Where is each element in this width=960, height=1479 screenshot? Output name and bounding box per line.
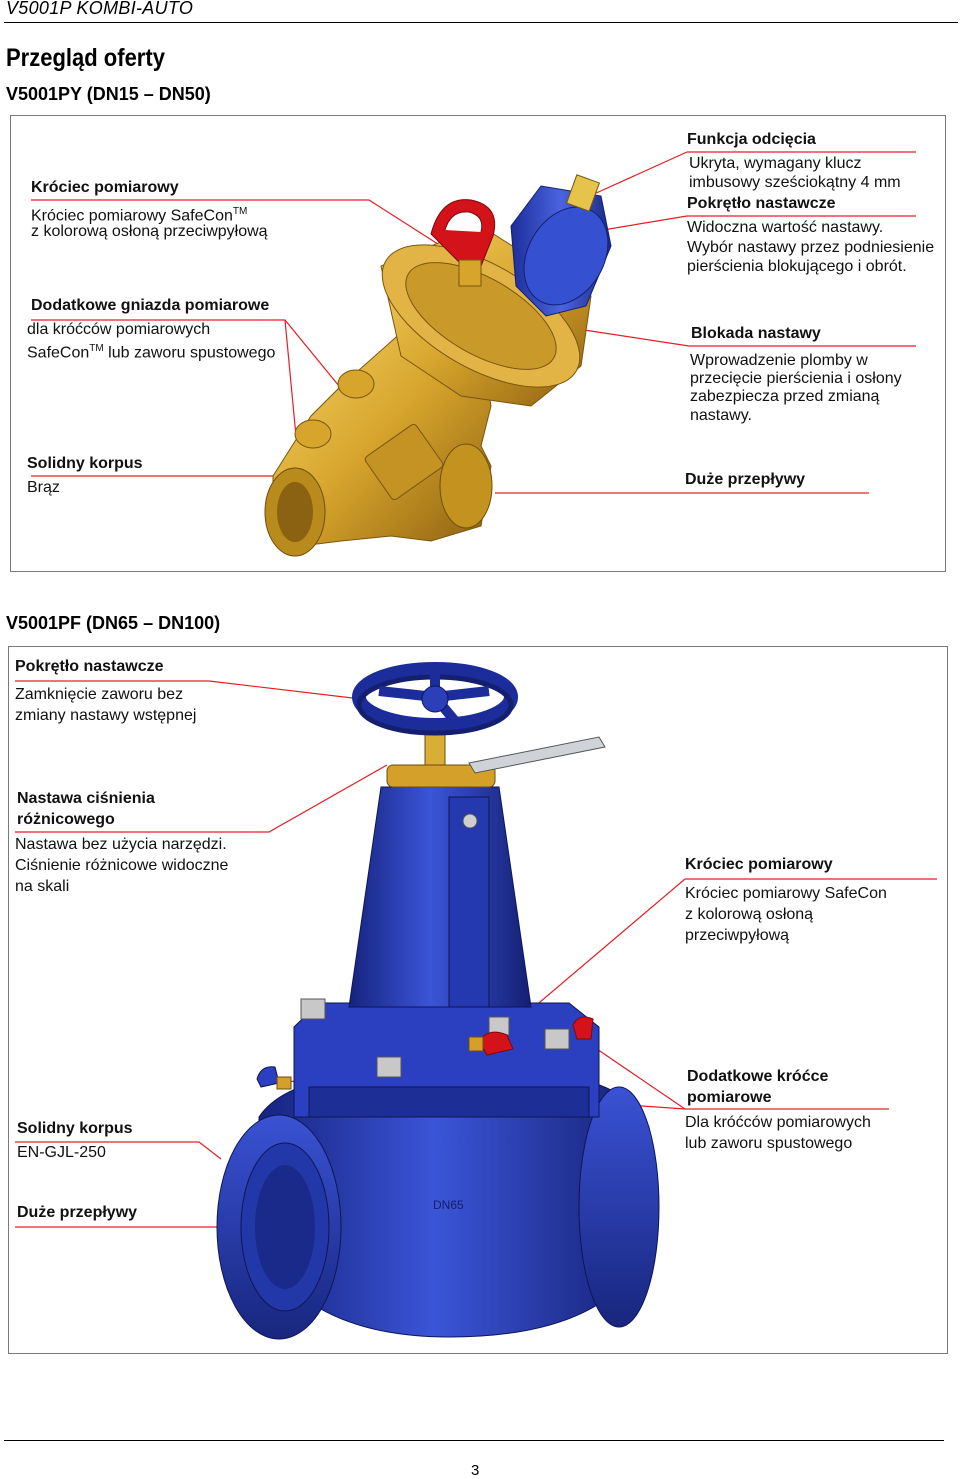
- footer-rule: [4, 1440, 944, 1441]
- label-pokretlo-title: Pokrętło nastawcze: [687, 195, 836, 212]
- valve-illustration-bronze: [31, 151, 916, 557]
- casting-mark: DN65: [433, 1198, 464, 1212]
- label-korpus-title: Solidny korpus: [27, 455, 143, 472]
- valve-illustration-cast-iron: DN65: [15, 662, 937, 1340]
- label-blokada-text1: Wprowadzenie plomby w: [690, 352, 868, 369]
- label-korpus2-title: Solidny korpus: [17, 1120, 133, 1137]
- label-nastawa-title2: różnicowego: [17, 811, 115, 828]
- label-przeplywy2: Duże przepływy: [17, 1204, 138, 1221]
- section2-subtitle: V5001PF (DN65 – DN100): [6, 613, 221, 633]
- label-pokretlo2-text2: zmiany nastawy wstępnej: [15, 707, 197, 724]
- label-krociec-text1: Króciec pomiarowy SafeConTM: [31, 206, 248, 225]
- figure-v5001pf: DN65 Pokrętło nastawcze Zamknięcie zawor…: [8, 646, 948, 1354]
- label-odciecie-text2: imbusowy sześciokątny 4 mm: [689, 174, 901, 191]
- label-blokada-text3: zabezpiecza przed zmianą: [690, 388, 880, 405]
- label-nastawa-text3: na skali: [15, 878, 70, 895]
- label-nastawa-title1: Nastawa ciśnienia: [17, 790, 155, 807]
- label-odciecie-text1: Ukryta, wymagany klucz: [689, 155, 862, 172]
- label-korpus-text: Brąz: [27, 479, 60, 496]
- label-pokretlo2-text1: Zamknięcie zaworu bez: [15, 686, 184, 703]
- label-krociec2-title: Króciec pomiarowy: [685, 856, 833, 873]
- label-odciecie-title: Funkcja odcięcia: [687, 131, 816, 148]
- label-korpus2-text: EN-GJL-250: [17, 1144, 106, 1161]
- label-dodatkowe-text1: Dla króćców pomiarowych: [685, 1114, 871, 1131]
- label-nastawa-text1: Nastawa bez użycia narzędzi.: [15, 836, 227, 853]
- label-gniazda-text2: SafeConTM lub zaworu spustowego: [27, 343, 276, 362]
- bronze-valve: [264, 174, 612, 557]
- page-number: 3: [471, 1462, 480, 1479]
- header-rule: [4, 22, 958, 23]
- running-header: V5001P KOMBI-AUTO: [6, 0, 194, 18]
- label-dodatkowe-title1: Dodatkowe króćce: [687, 1068, 829, 1085]
- label-krociec2-text2: z kolorową osłoną: [685, 906, 814, 923]
- cast-iron-valve: DN65: [216, 662, 660, 1340]
- label-blokada-title: Blokada nastawy: [691, 325, 821, 342]
- label-pokretlo-text2: Wybór nastawy przez podniesienie: [687, 239, 935, 256]
- label-blokada-text4: nastawy.: [690, 407, 752, 424]
- label-pokretlo2-title: Pokrętło nastawcze: [15, 658, 164, 675]
- page-title: Przegląd oferty: [6, 44, 165, 72]
- figure-v5001py: Króciec pomiarowy Króciec pomiarowy Safe…: [10, 115, 946, 572]
- label-krociec2-text3: przeciwpyłową: [685, 927, 790, 944]
- section1-subtitle: V5001PY (DN15 – DN50): [6, 84, 211, 104]
- label-gniazda-text1: dla króćców pomiarowych: [27, 321, 211, 338]
- label-krociec-title: Króciec pomiarowy: [31, 179, 179, 196]
- label-pokretlo-text3: pierścienia blokującego i obrót.: [687, 258, 907, 275]
- label-dodatkowe-title2: pomiarowe: [687, 1089, 772, 1106]
- label-krociec-text2: z kolorową osłoną przeciwpyłową: [31, 223, 268, 240]
- label-przeplywy: Duże przepływy: [685, 471, 806, 488]
- label-pokretlo-text1: Widoczna wartość nastawy.: [687, 219, 884, 236]
- label-nastawa-text2: Ciśnienie różnicowe widoczne: [15, 857, 229, 874]
- label-blokada-text2: przecięcie pierścienia i osłony: [690, 370, 902, 387]
- label-gniazda-title: Dodatkowe gniazda pomiarowe: [31, 297, 270, 314]
- label-krociec2-text1: Króciec pomiarowy SafeCon: [685, 885, 887, 902]
- label-dodatkowe-text2: lub zaworu spustowego: [685, 1135, 853, 1152]
